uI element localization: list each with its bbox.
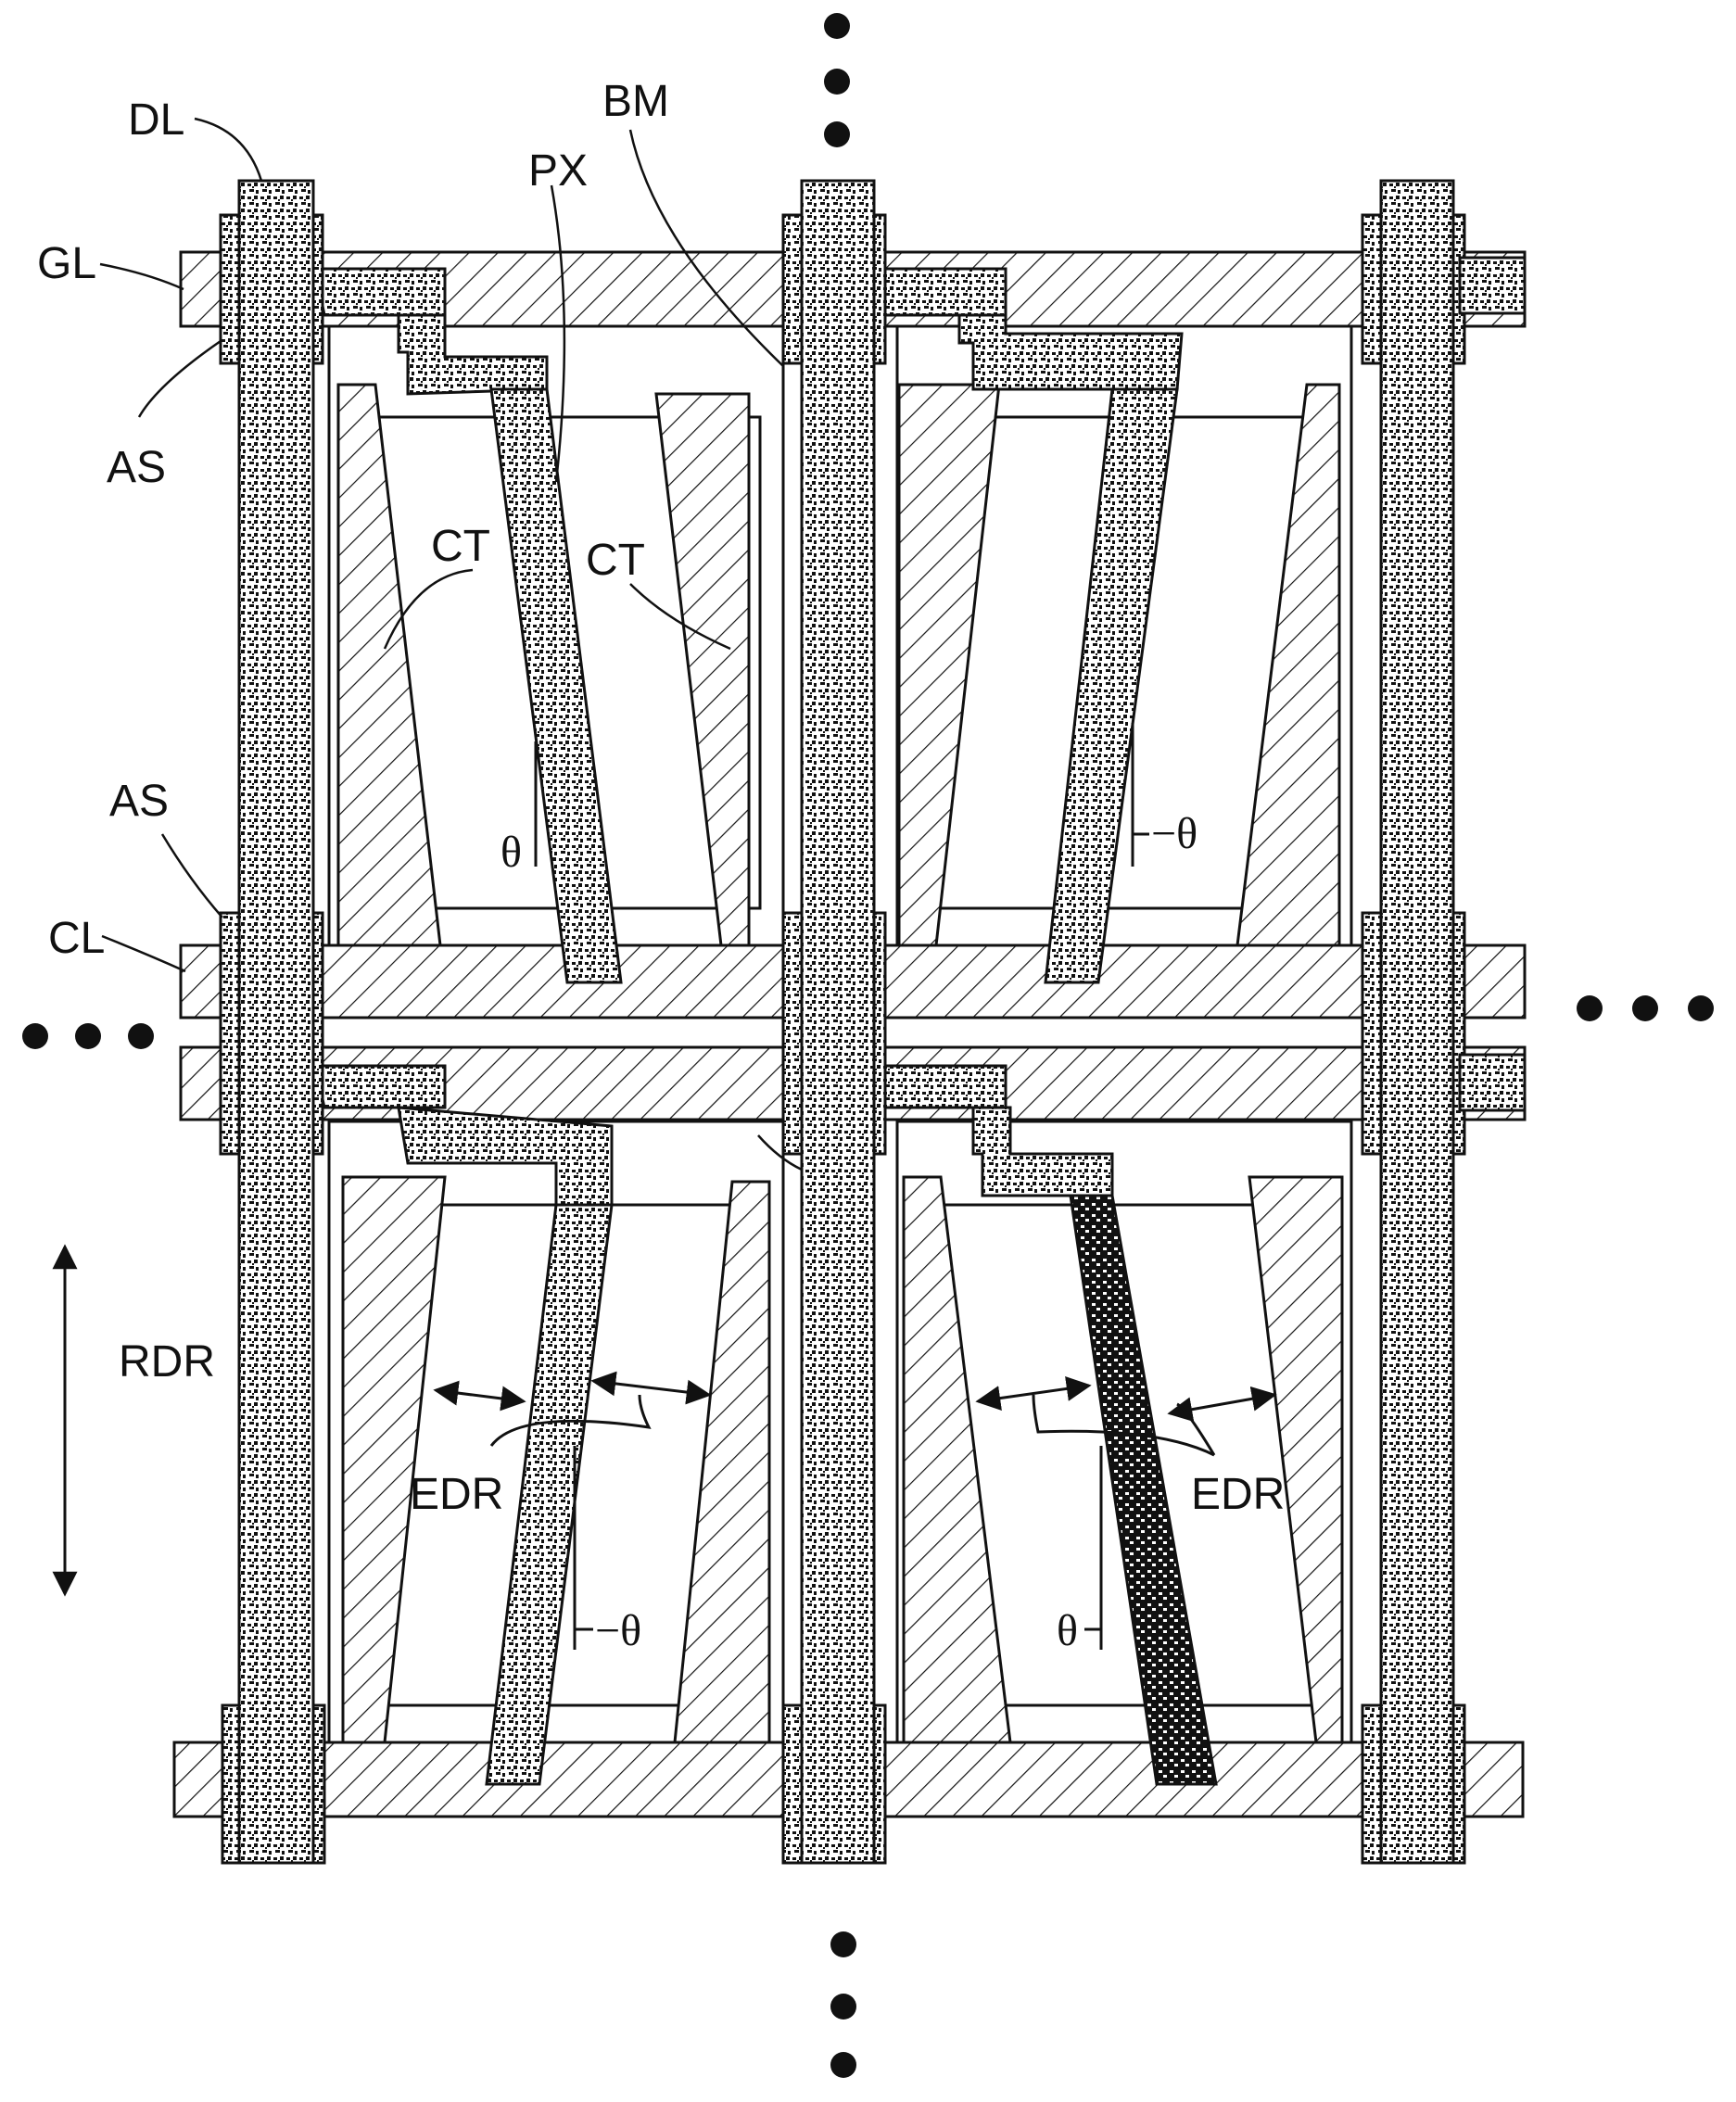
- label-bm: BM: [602, 77, 669, 126]
- ellipsis-dot: [1632, 995, 1658, 1021]
- label-cl: CL: [48, 914, 105, 963]
- ellipsis-dot: [824, 69, 850, 95]
- data-lines: [239, 181, 1453, 1863]
- leader-as-mid: [162, 834, 222, 918]
- px-electrode-tr: [1045, 389, 1177, 982]
- label-ct-right: CT: [586, 536, 645, 585]
- px-connector-br: [876, 1066, 1006, 1108]
- leader-gl: [100, 264, 184, 289]
- ct-electrode-br-left: [904, 1177, 1010, 1742]
- label-edr-left: EDR: [410, 1470, 503, 1519]
- ellipsis-dot: [830, 2052, 856, 2078]
- ellipsis-dot: [830, 1931, 856, 1957]
- label-theta-tl: θ: [501, 828, 522, 877]
- px-connector-bl: [315, 1066, 445, 1108]
- ellipsis-dot: [22, 1023, 48, 1049]
- label-dl: DL: [128, 95, 184, 145]
- data-line-left: [239, 181, 313, 1863]
- label-theta-br: θ: [1057, 1606, 1078, 1655]
- as-edge-mid: [1460, 1055, 1525, 1110]
- as-edge-top: [1460, 258, 1525, 313]
- ct-electrode-tr-right: [1237, 385, 1339, 945]
- leader-cl: [102, 936, 185, 971]
- edr-arrow-bl-2: [593, 1381, 709, 1395]
- label-gl: GL: [37, 239, 96, 288]
- label-as-mid: AS: [109, 777, 169, 826]
- ct-electrode-tl-right: [656, 394, 749, 945]
- ct-electrode-br-right: [1249, 1177, 1342, 1742]
- leader-as-top: [139, 341, 221, 417]
- px-electrode-bl: [487, 1205, 612, 1784]
- label-rdr: RDR: [119, 1337, 215, 1387]
- label-theta-bl: −θ: [595, 1606, 641, 1655]
- ct-electrode-tl-left: [338, 385, 440, 945]
- data-line-right: [1381, 181, 1453, 1863]
- data-line-middle: [802, 181, 874, 1863]
- ct-electrode-bl-right: [675, 1182, 769, 1742]
- ellipsis-dot: [1577, 995, 1603, 1021]
- ellipsis-dot: [1688, 995, 1714, 1021]
- ellipsis-dot: [824, 13, 850, 39]
- ct-electrode-tr-left: [899, 385, 999, 945]
- px-connector-tl: [315, 269, 445, 315]
- ellipsis-dot: [75, 1023, 101, 1049]
- ct-electrode-bl-left: [343, 1177, 445, 1742]
- label-theta-tr: −θ: [1151, 809, 1197, 858]
- px-connector-tr: [876, 269, 1006, 315]
- label-as-top: AS: [107, 443, 166, 492]
- ellipsis-dot: [830, 1994, 856, 2020]
- ellipsis-dot: [824, 121, 850, 147]
- edr-arrow-bl-1: [436, 1390, 524, 1401]
- leader-bm: [630, 130, 783, 366]
- leader-dl: [195, 119, 261, 181]
- ellipsis-dot: [128, 1023, 154, 1049]
- label-edr-right: EDR: [1191, 1470, 1285, 1519]
- label-px: PX: [528, 146, 588, 196]
- label-ct-left: CT: [431, 522, 490, 571]
